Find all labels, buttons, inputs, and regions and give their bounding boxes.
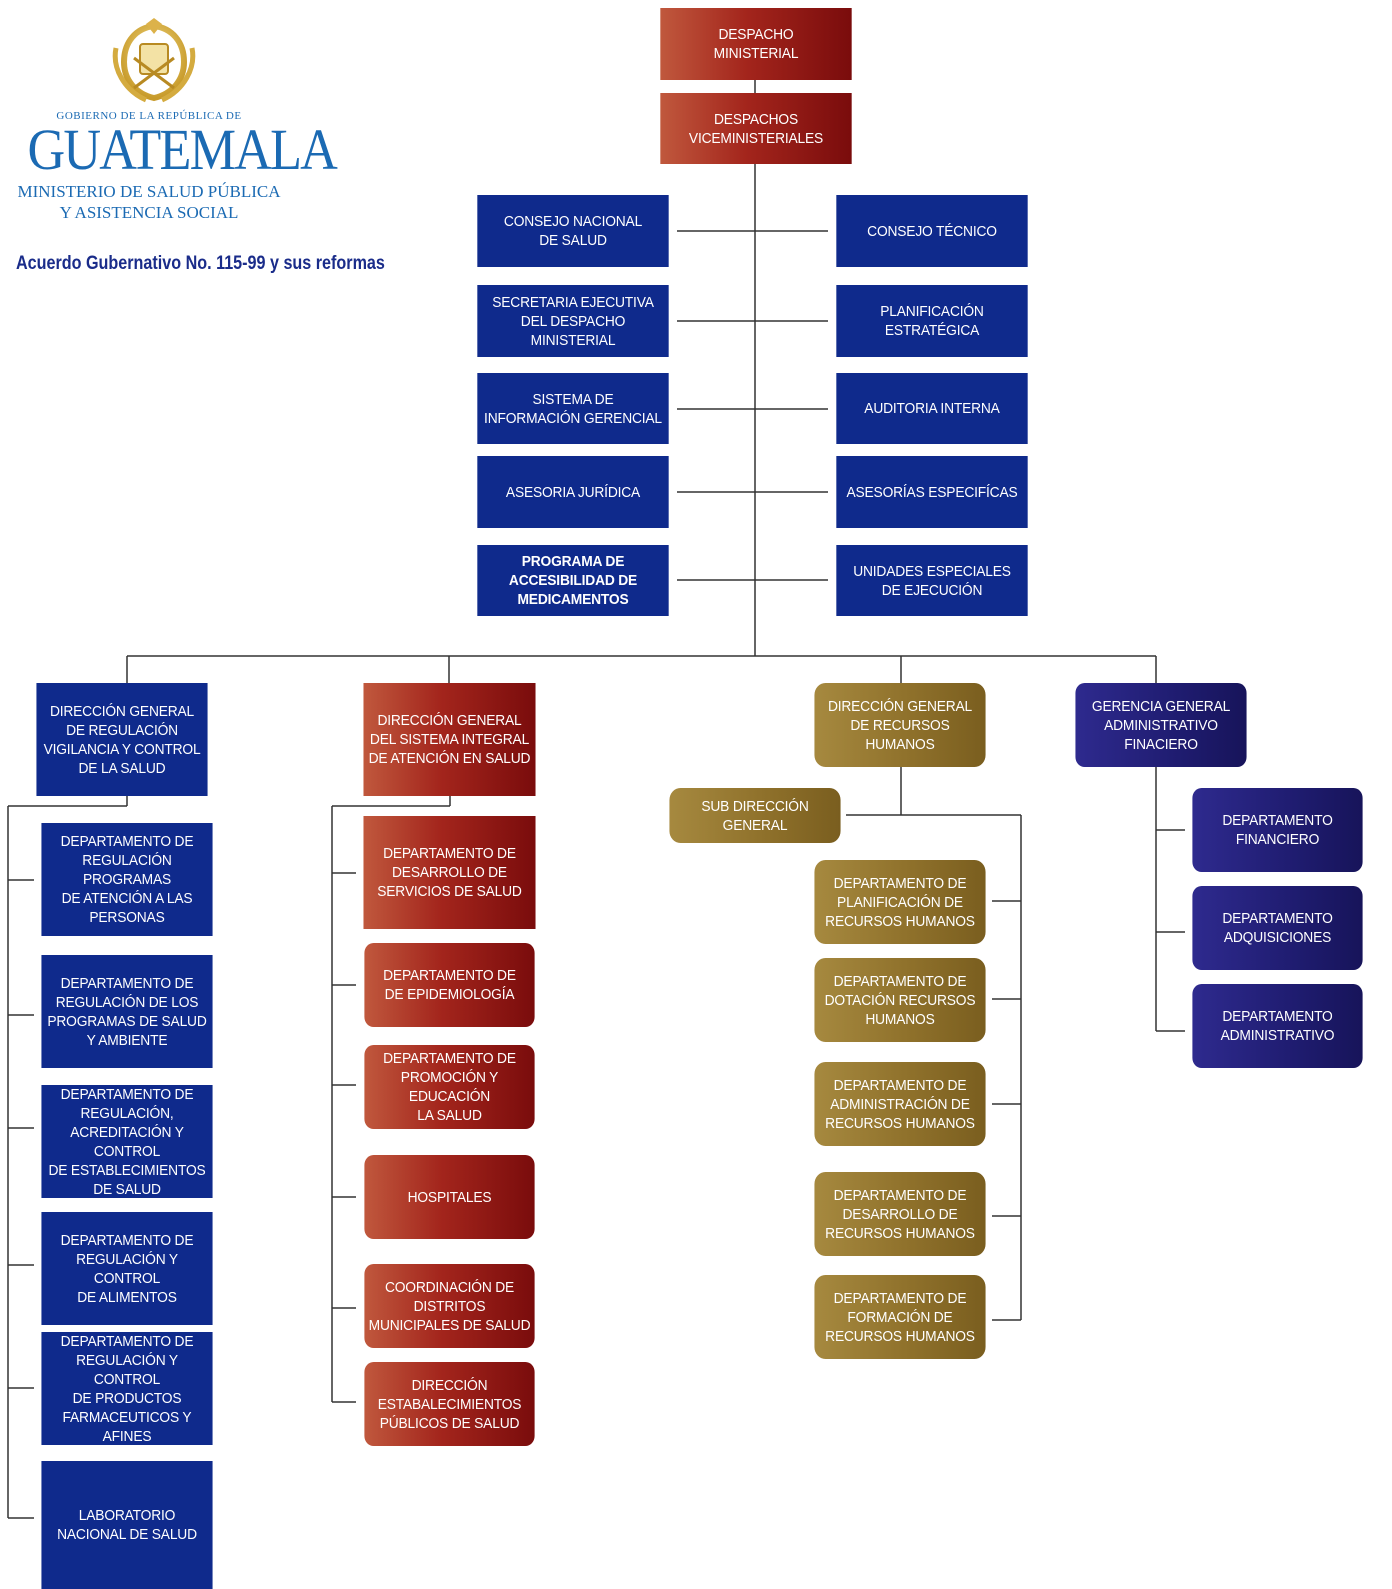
staff-left-box[interactable]: SISTEMA DE INFORMACIÓN GERENCIAL <box>477 373 669 444</box>
sub-direccion-box[interactable]: SUB DIRECCIÓN GENERAL <box>669 788 841 843</box>
country-name: GUATEMALA <box>27 117 338 182</box>
admin-dept-box[interactable]: DEPARTAMENTO FINANCIERO <box>1192 788 1363 872</box>
dg-rrhh-box[interactable]: DIRECCIÓN GENERAL DE RECURSOS HUMANOS <box>814 683 986 767</box>
staff-left-box[interactable]: CONSEJO NACIONAL DE SALUD <box>477 195 669 267</box>
staff-right-box[interactable]: PLANIFICACIÓN ESTRATÉGICA <box>836 285 1028 357</box>
siaas-dept-box[interactable]: DIRECCIÓN ESTABALECIMIENTOS PÚBLICOS DE … <box>364 1362 535 1446</box>
legal-reference: Acuerdo Gubernativo No. 115-99 y sus ref… <box>16 253 385 274</box>
dg-siaas-box[interactable]: DIRECCIÓN GENERAL DEL SISTEMA INTEGRAL D… <box>363 683 536 796</box>
siaas-dept-box[interactable]: DEPARTAMENTO DE PROMOCIÓN Y EDUCACIÓN LA… <box>364 1045 535 1129</box>
rrhh-dept-box[interactable]: DEPARTAMENTO DE DOTACIÓN RECURSOS HUMANO… <box>814 958 986 1042</box>
siaas-dept-box[interactable]: DEPARTAMENTO DE DE EPIDEMIOLOGÍA <box>364 943 535 1027</box>
government-line: GOBIERNO DE LA REPÚBLICA DE <box>56 110 242 122</box>
gg-admin-box[interactable]: GERENCIA GENERAL ADMINISTRATIVO FINACIER… <box>1075 683 1247 767</box>
staff-right-box[interactable]: UNIDADES ESPECIALES DE EJECUCIÓN <box>836 545 1028 616</box>
rrhh-dept-box[interactable]: DEPARTAMENTO DE DESARROLLO DE RECURSOS H… <box>814 1172 986 1256</box>
despachos-viceministeriales-box[interactable]: DESPACHOS VICEMINISTERIALES <box>660 93 852 164</box>
admin-dept-box[interactable]: DEPARTAMENTO ADQUISICIONES <box>1192 886 1363 970</box>
staff-right-box[interactable]: ASESORÍAS ESPECIFÍCAS <box>836 456 1028 528</box>
siaas-dept-box[interactable]: DEPARTAMENTO DE DESARROLLO DE SERVICIOS … <box>363 816 536 929</box>
staff-left-box[interactable]: SECRETARIA EJECUTIVA DEL DESPACHO MINIST… <box>477 285 669 357</box>
regulacion-dept-box[interactable]: DEPARTAMENTO DE REGULACIÓN DE LOS PROGRA… <box>41 955 213 1068</box>
regulacion-dept-box[interactable]: DEPARTAMENTO DE REGULACIÓN PROGRAMAS DE … <box>41 823 213 936</box>
siaas-dept-box[interactable]: COORDINACIÓN DE DISTRITOS MUNICIPALES DE… <box>364 1264 535 1348</box>
despacho-ministerial-box[interactable]: DESPACHO MINISTERIAL <box>660 8 852 80</box>
staff-right-box[interactable]: AUDITORIA INTERNA <box>836 373 1028 444</box>
dg-regulacion-box[interactable]: DIRECCIÓN GENERAL DE REGULACIÓN VIGILANC… <box>36 683 208 796</box>
rrhh-dept-box[interactable]: DEPARTAMENTO DE ADMINISTRACIÓN DE RECURS… <box>814 1062 986 1146</box>
admin-dept-box[interactable]: DEPARTAMENTO ADMINISTRATIVO <box>1192 984 1363 1068</box>
coat-of-arms-icon <box>106 18 202 111</box>
laboratorio-box[interactable]: LABORATORIO NACIONAL DE SALUD <box>41 1461 213 1589</box>
ministry-line-1: MINISTERIO DE SALUD PÚBLICA <box>17 182 281 201</box>
hospitales-box[interactable]: HOSPITALES <box>364 1155 535 1239</box>
staff-left-box[interactable]: PROGRAMA DE ACCESIBILIDAD DE MEDICAMENTO… <box>477 545 669 616</box>
rrhh-dept-box[interactable]: DEPARTAMENTO DE PLANIFICACIÓN DE RECURSO… <box>814 860 986 944</box>
ministry-logo: GOBIERNO DE LA REPÚBLICA DE GUATEMALA MI… <box>14 14 338 224</box>
regulacion-dept-box[interactable]: DEPARTAMENTO DE REGULACIÓN Y CONTROL DE … <box>41 1332 213 1445</box>
ministry-line-2: Y ASISTENCIA SOCIAL <box>59 203 239 222</box>
staff-left-box[interactable]: ASESORIA JURÍDICA <box>477 456 669 528</box>
regulacion-dept-box[interactable]: DEPARTAMENTO DE REGULACIÓN Y CONTROL DE … <box>41 1212 213 1325</box>
regulacion-dept-box[interactable]: DEPARTAMENTO DE REGULACIÓN, ACREDITACIÓN… <box>41 1085 213 1198</box>
rrhh-dept-box[interactable]: DEPARTAMENTO DE FORMACIÓN DE RECURSOS HU… <box>814 1275 986 1359</box>
staff-right-box[interactable]: CONSEJO TÉCNICO <box>836 195 1028 267</box>
